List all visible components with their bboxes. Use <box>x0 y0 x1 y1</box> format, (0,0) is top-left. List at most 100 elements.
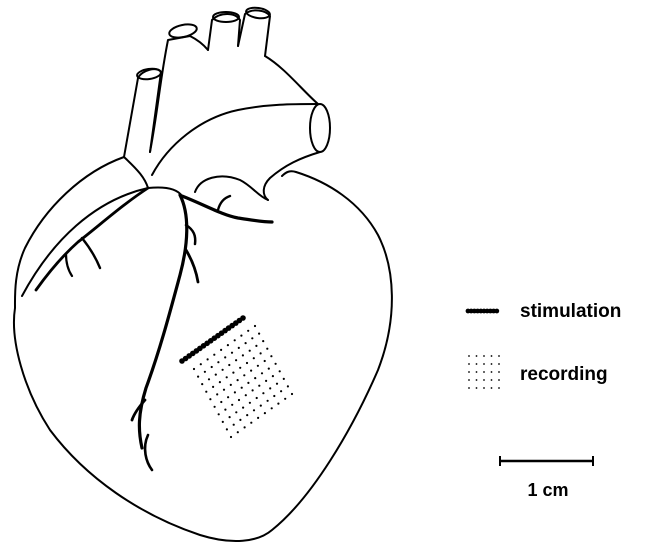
recording-electrode <box>257 365 259 367</box>
recording-electrode <box>235 411 237 413</box>
recording-electrode <box>265 380 267 382</box>
legend-recording-dot <box>468 371 470 373</box>
recording-electrode <box>237 379 239 381</box>
recording-electrode <box>249 350 251 352</box>
legend-recording-dot <box>468 379 470 381</box>
recording-electrode <box>262 392 264 394</box>
recording-electrode <box>239 367 241 369</box>
recording-electrode <box>251 337 253 339</box>
legend: stimulation recording <box>466 301 622 389</box>
recording-electrode <box>260 352 262 354</box>
recording-electrode <box>242 407 244 409</box>
recording-electrode <box>280 390 282 392</box>
recording-electrode <box>245 342 247 344</box>
recording-electrode <box>207 358 209 360</box>
recording-electrode <box>246 362 248 364</box>
recording-electrode <box>275 363 277 365</box>
recording-electrode <box>245 394 247 396</box>
recording-electrode <box>218 413 220 415</box>
legend-recording-dot <box>476 387 478 389</box>
recording-electrode <box>200 363 202 365</box>
recording-electrode <box>243 374 245 376</box>
legend-recording-dot <box>498 355 500 357</box>
legend-recording-dot <box>498 371 500 373</box>
recording-electrode <box>226 376 228 378</box>
recording-electrode <box>291 393 293 395</box>
recording-electrode <box>249 402 251 404</box>
recording-electrode <box>233 424 235 426</box>
legend-recording-dot <box>468 355 470 357</box>
legend-recording-dot <box>483 387 485 389</box>
recording-electrode <box>270 355 272 357</box>
legend-recording-dot <box>468 363 470 365</box>
legend-recording-dot <box>483 355 485 357</box>
recording-electrode <box>232 372 234 374</box>
recording-electrode <box>230 384 232 386</box>
recording-electrode <box>231 404 233 406</box>
legend-recording-dot <box>498 379 500 381</box>
recording-electrode <box>220 401 222 403</box>
recording-electrode <box>235 359 237 361</box>
recording-electrode <box>257 417 259 419</box>
recording-electrode <box>229 416 231 418</box>
recording-electrode <box>209 398 211 400</box>
recording-legend-symbol <box>468 355 500 389</box>
legend-stimulation-dot <box>494 309 499 314</box>
legend-recording-dot <box>491 387 493 389</box>
legend-recording-dot <box>476 371 478 373</box>
recording-electrode <box>272 375 274 377</box>
recording-electrode <box>214 406 216 408</box>
recording-electrode <box>226 428 228 430</box>
recording-electrode <box>228 364 230 366</box>
legend-recording-dot <box>483 379 485 381</box>
legend-recording-dot <box>476 363 478 365</box>
recording-electrode <box>240 335 242 337</box>
recording-electrode <box>284 398 286 400</box>
pulmonary-trunk <box>152 104 330 200</box>
scale-bar-label: 1 cm <box>527 480 568 500</box>
heart-outline <box>14 157 392 541</box>
recording-electrode <box>224 356 226 358</box>
recording-electrode <box>222 369 224 371</box>
legend-recording-dot <box>483 363 485 365</box>
recording-electrode <box>250 422 252 424</box>
recording-electrode <box>247 330 249 332</box>
recording-electrode <box>234 391 236 393</box>
recording-electrode <box>287 385 289 387</box>
scale-bar: 1 cm <box>500 456 593 500</box>
recording-electrode <box>268 368 270 370</box>
stimulation-electrode <box>240 315 246 321</box>
legend-recording-dot <box>476 379 478 381</box>
recording-electrode <box>238 347 240 349</box>
recording-electrode <box>261 372 263 374</box>
recording-electrode <box>264 360 266 362</box>
recording-electrode <box>244 426 246 428</box>
recording-electrode <box>242 354 244 356</box>
recording-electrode <box>267 400 269 402</box>
recording-electrode <box>264 412 266 414</box>
recording-electrode <box>253 357 255 359</box>
recording-electrode <box>283 378 285 380</box>
recording-electrode <box>215 374 217 376</box>
recording-electrode <box>254 377 256 379</box>
recording-electrode <box>258 333 260 335</box>
stimulation-legend-symbol <box>466 309 500 314</box>
stimulation-legend-label: stimulation <box>520 301 621 322</box>
recording-electrode <box>269 387 271 389</box>
legend-recording-dot <box>498 363 500 365</box>
recording-electrode <box>258 385 260 387</box>
recording-electrode <box>227 344 229 346</box>
recording-electrode <box>237 431 239 433</box>
recording-electrode <box>254 325 256 327</box>
recording-electrode <box>213 354 215 356</box>
legend-recording-dot <box>498 387 500 389</box>
legend-recording-dot <box>491 355 493 357</box>
recording-electrode <box>230 436 232 438</box>
recording-electrode <box>220 349 222 351</box>
recording-electrode <box>219 381 221 383</box>
recording-electrode <box>241 387 243 389</box>
recording-electrode <box>266 348 268 350</box>
recording-electrode <box>247 382 249 384</box>
recording-electrode <box>205 391 207 393</box>
